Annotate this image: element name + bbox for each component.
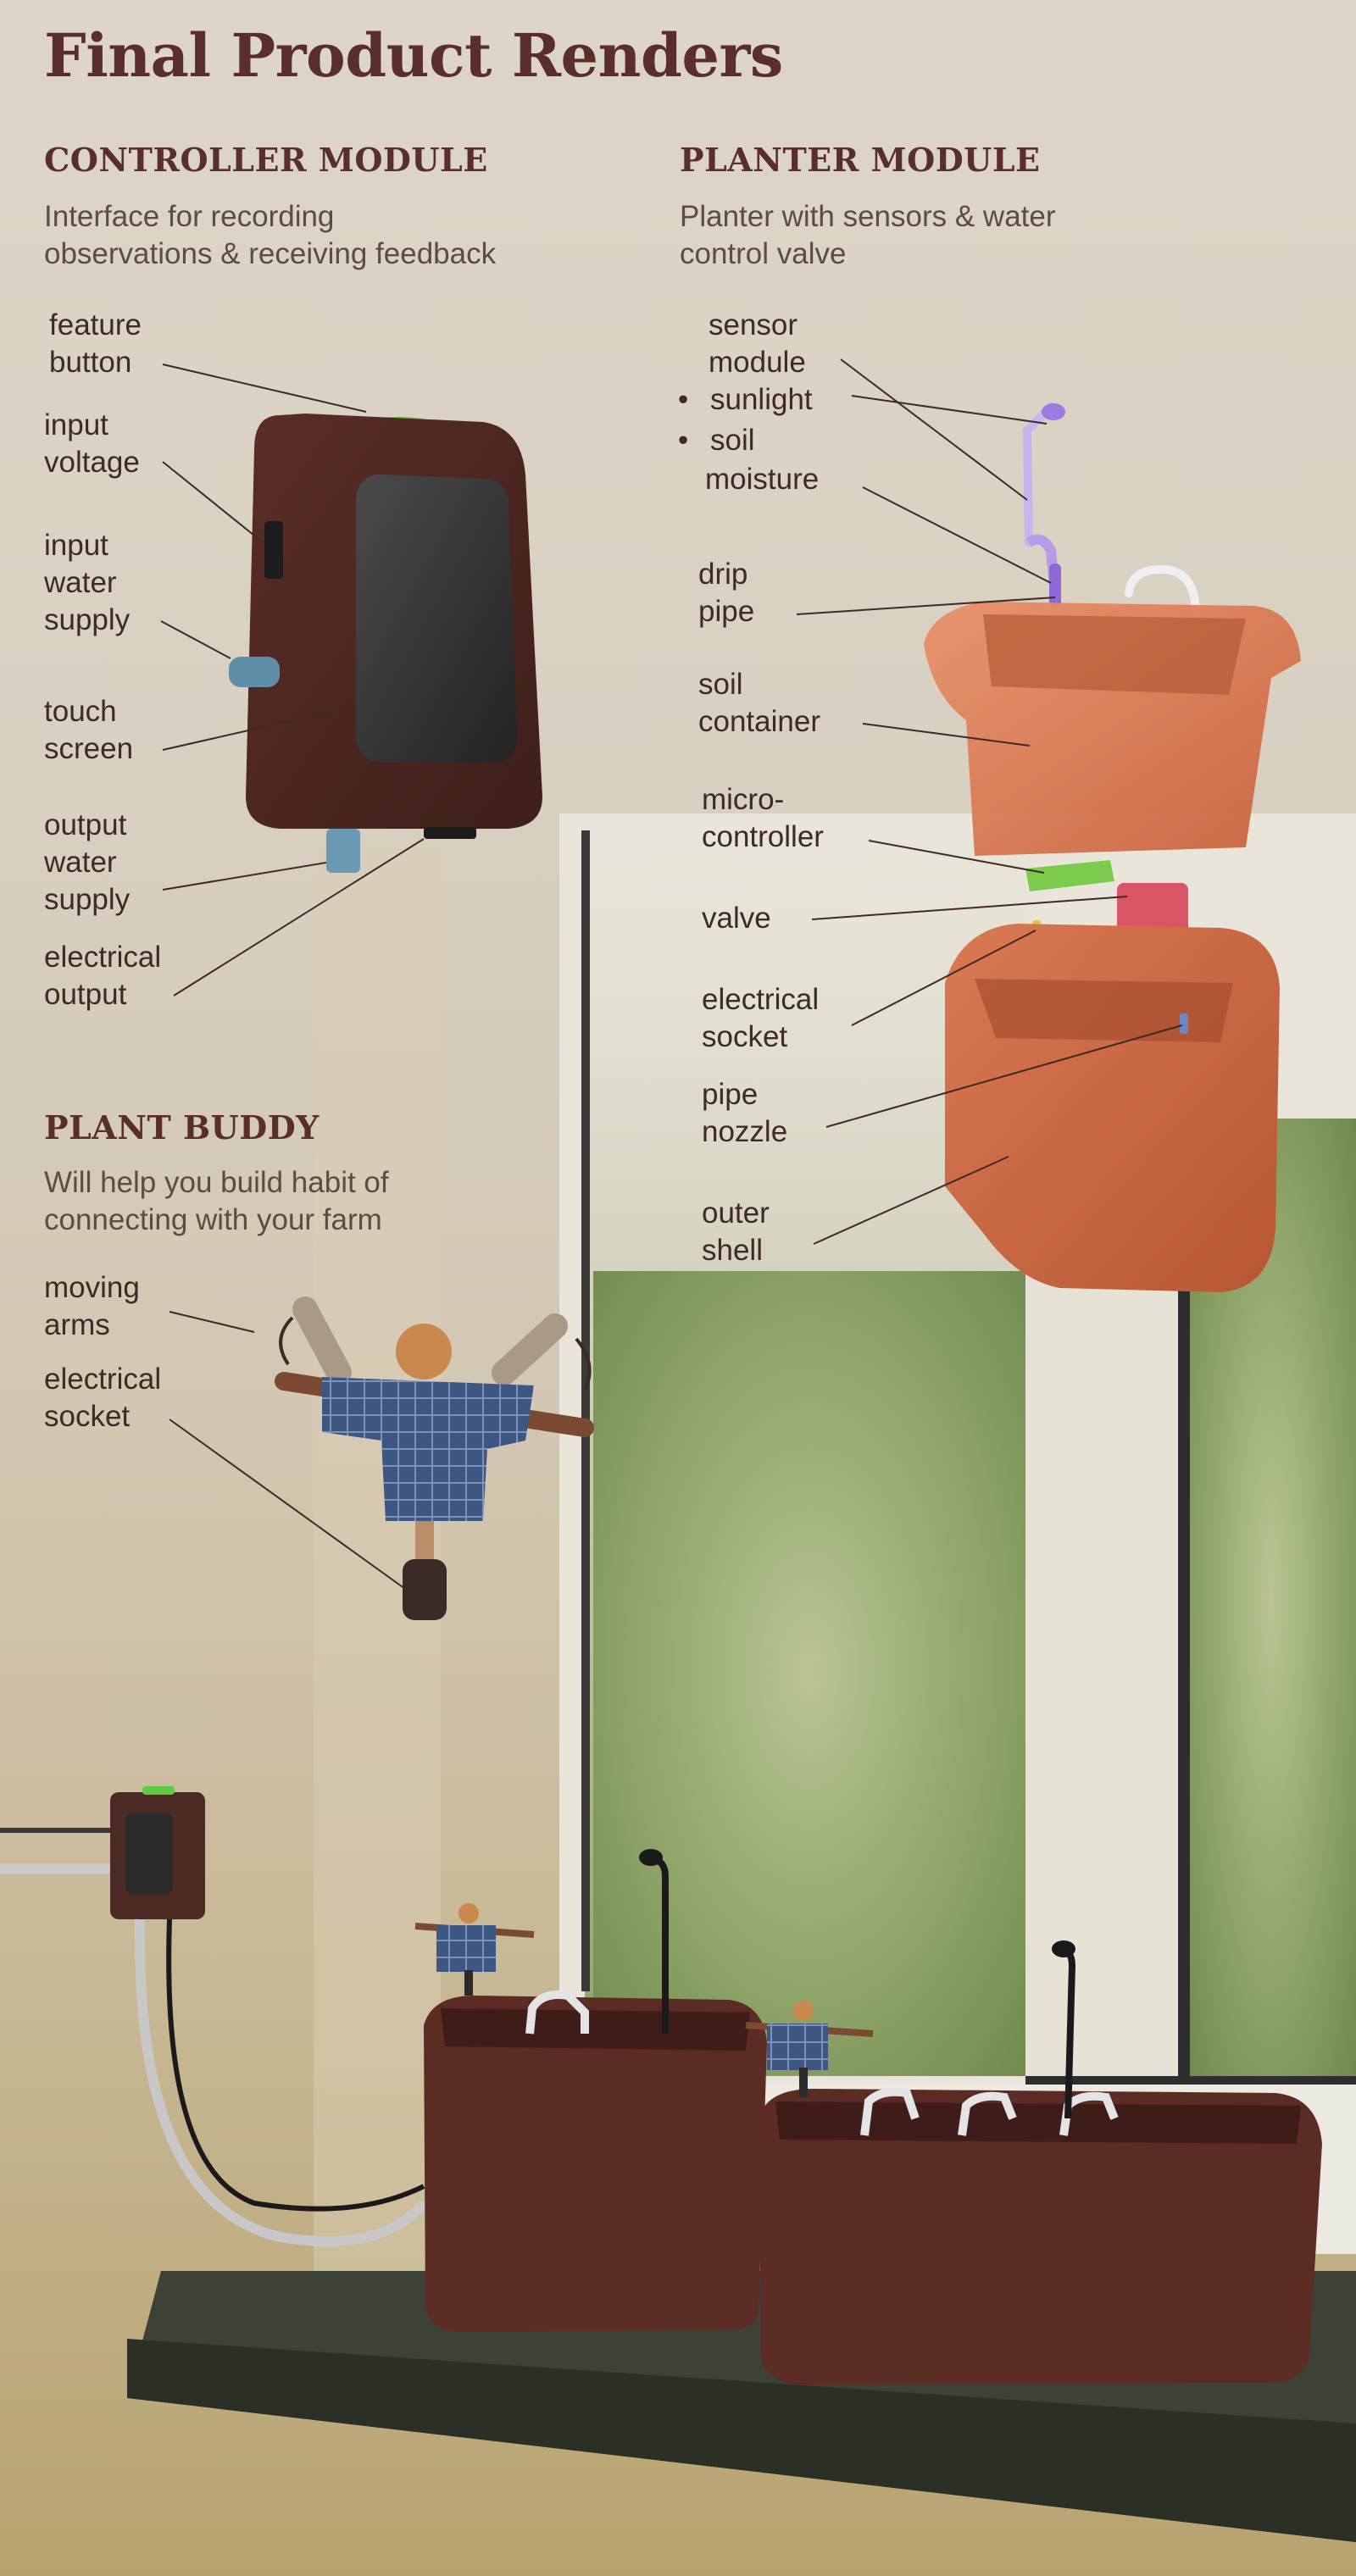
- controller-subtitle: Interface for recording observations & r…: [44, 200, 497, 270]
- label-moisture: moisture: [705, 463, 820, 496]
- planter-render: [924, 402, 1301, 1292]
- callout-lines: [160, 358, 1183, 1590]
- bullet-icon: •: [678, 424, 689, 457]
- bullet-icon: •: [678, 383, 689, 416]
- planter-heading: PLANTER MODULE: [680, 141, 1041, 179]
- label-sunlight: sunlight: [710, 383, 813, 416]
- page-title: Final Product Renders: [44, 20, 783, 91]
- label-valve: valve: [702, 902, 771, 935]
- windowsill-scene: [0, 1786, 1322, 2385]
- buddy-heading: PLANT BUDDY: [44, 1108, 320, 1146]
- controller-heading: CONTROLLER MODULE: [44, 141, 488, 179]
- plant-buddy-render: [275, 1296, 594, 1620]
- controller-render: [229, 414, 542, 873]
- planter-subtitle: Planter with sensors & water control val…: [680, 200, 1056, 270]
- label-soil: soil: [710, 424, 755, 457]
- buddy-subtitle: Will help you build habit of connecting …: [44, 1166, 389, 1236]
- label-microcontroller: micro-controller: [702, 783, 824, 853]
